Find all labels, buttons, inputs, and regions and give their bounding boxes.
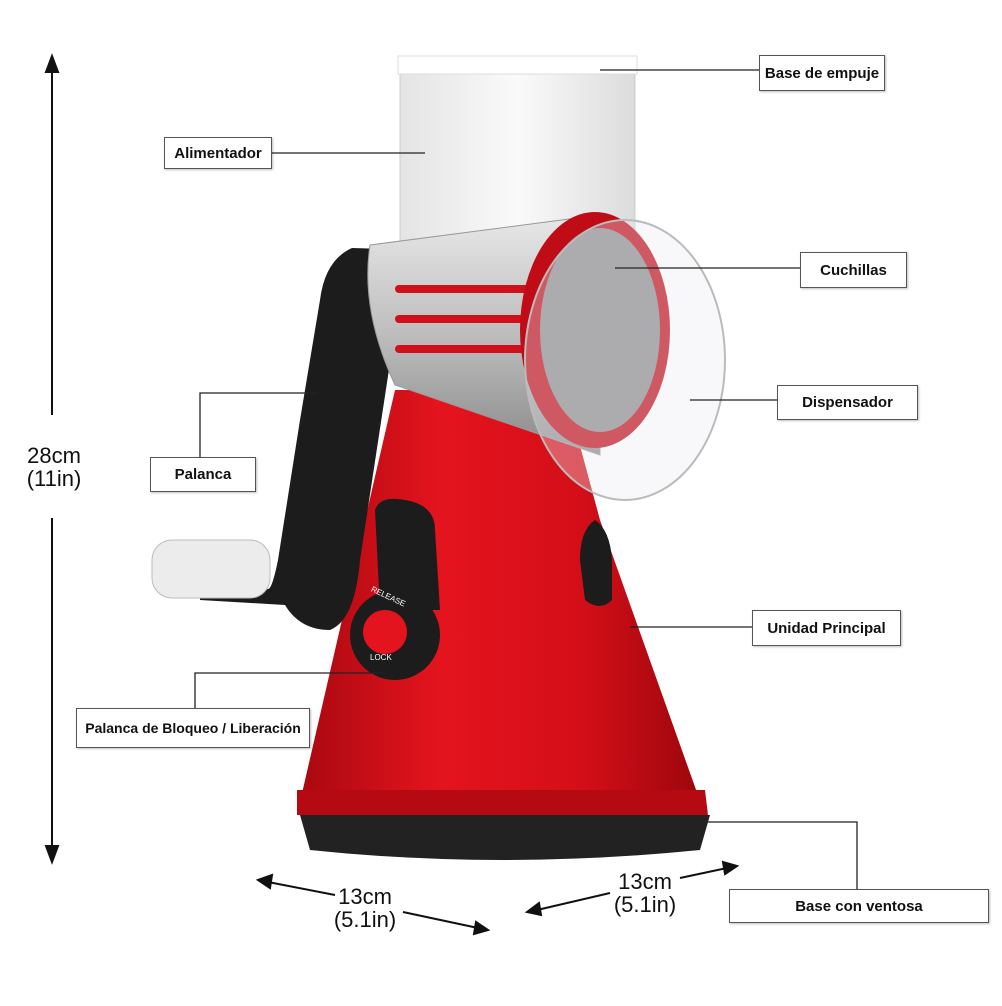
height-in: (11in) bbox=[26, 466, 82, 491]
height-dimension: 28cm (11in) bbox=[14, 444, 94, 490]
side-latch bbox=[580, 520, 612, 606]
label-lever: Palanca bbox=[150, 457, 256, 492]
lock-marking: LOCK bbox=[370, 653, 392, 662]
suction-base bbox=[300, 815, 710, 860]
depth-dimension: 13cm (5.1in) bbox=[600, 870, 690, 916]
label-main-unit: Unidad Principal bbox=[752, 610, 901, 646]
label-dispenser: Dispensador bbox=[777, 385, 918, 420]
crank-handle bbox=[200, 248, 420, 630]
width-cm: 13cm bbox=[338, 884, 392, 909]
label-push-base: Base de empuje bbox=[759, 55, 885, 91]
label-feeder: Alimentador bbox=[164, 137, 272, 169]
label-blades: Cuchillas bbox=[800, 252, 907, 288]
depth-cm: 13cm bbox=[618, 869, 672, 894]
dispenser-cover bbox=[524, 219, 726, 501]
crank-grip bbox=[151, 539, 271, 599]
height-cm: 28cm bbox=[27, 443, 81, 468]
main-body bbox=[297, 390, 705, 815]
label-lock-release-lever: Palanca de Bloqueo / Liberación bbox=[76, 708, 310, 748]
depth-in: (5.1in) bbox=[613, 892, 677, 917]
width-in: (5.1in) bbox=[333, 907, 397, 932]
width-dimension: 13cm (5.1in) bbox=[320, 885, 410, 931]
label-suction-base: Base con ventosa bbox=[729, 889, 989, 923]
